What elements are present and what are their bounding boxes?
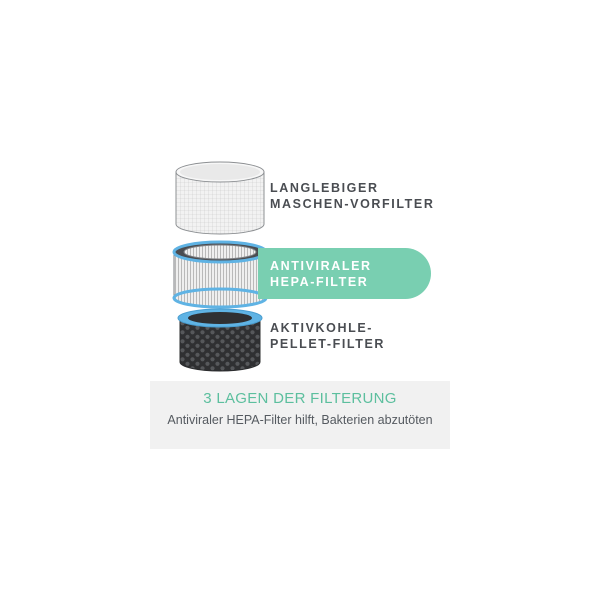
label-carbon-filter-line2: PELLET-FILTER xyxy=(270,337,386,351)
label-hepa-filter: ANTIVIRALER HEPA-FILTER xyxy=(270,258,372,290)
label-mesh-prefilter-line1: LANGLEBIGER xyxy=(270,181,379,195)
label-carbon-filter-line1: AKTIVKOHLE- xyxy=(270,321,374,335)
hepa-filter-layer xyxy=(172,240,268,309)
caption-box: 3 LAGEN DER FILTERUNG Antiviraler HEPA-F… xyxy=(150,381,450,449)
caption-title: 3 LAGEN DER FILTERUNG xyxy=(203,390,397,407)
carbon-filter-layer xyxy=(177,308,263,372)
label-mesh-prefilter: LANGLEBIGER MASCHEN-VORFILTER xyxy=(270,180,434,212)
filter-stack-illustration xyxy=(172,161,268,372)
label-carbon-filter: AKTIVKOHLE- PELLET-FILTER xyxy=(270,320,385,352)
label-mesh-prefilter-line2: MASCHEN-VORFILTER xyxy=(270,197,435,211)
caption-subtitle: Antiviraler HEPA-Filter hilft, Bakterien… xyxy=(167,413,433,427)
label-hepa-filter-line1: ANTIVIRALER xyxy=(270,259,372,273)
mesh-prefilter-layer xyxy=(175,161,265,235)
hepa-highlight-banner xyxy=(258,248,431,299)
label-hepa-filter-line2: HEPA-FILTER xyxy=(270,275,369,289)
